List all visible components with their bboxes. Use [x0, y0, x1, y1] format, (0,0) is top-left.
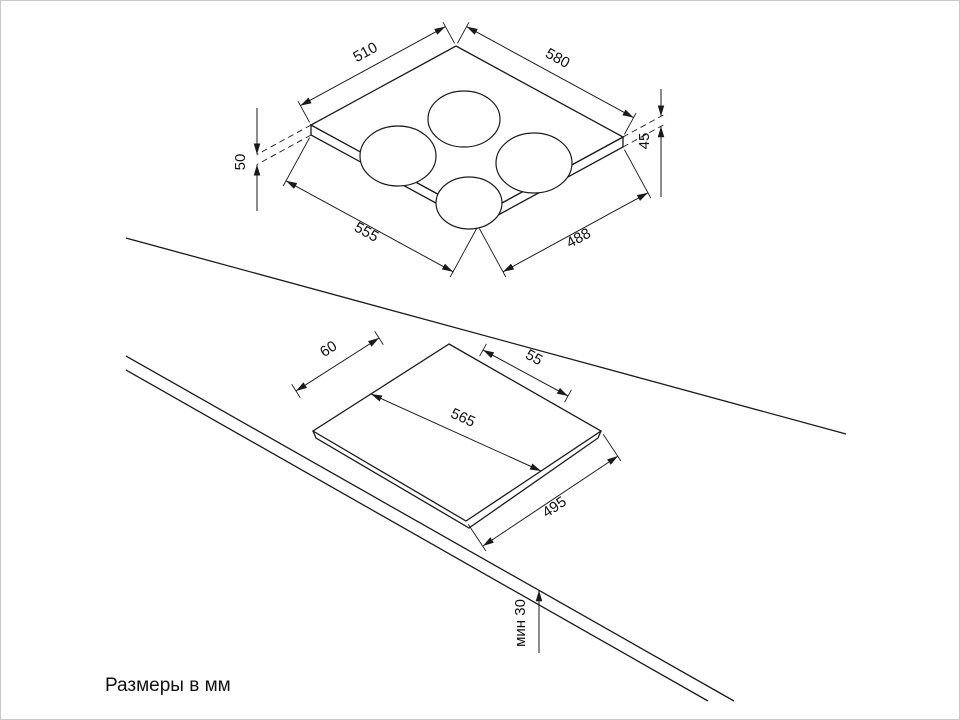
- dim-565-label: 565: [448, 405, 478, 431]
- cutout-opening: [311, 343, 603, 522]
- dim-45-label: 45: [636, 133, 653, 150]
- worktop-rear-edge: [125, 237, 847, 435]
- dim-min-30-label: мин 30: [512, 599, 529, 647]
- burner-right: [495, 132, 573, 194]
- dim-55: 55: [479, 343, 572, 403]
- burner-front: [435, 176, 503, 230]
- worktop-front-thickness-edge: [125, 369, 709, 702]
- burner-rear: [427, 90, 501, 148]
- dim-580: 580: [457, 21, 637, 135]
- dim-45: 45: [622, 89, 668, 197]
- dim-50: 50: [232, 108, 312, 211]
- hob-view: 510 580 50: [232, 21, 668, 278]
- worktop-view: 60 55 565 495: [125, 237, 847, 702]
- dim-50-label: 50: [232, 154, 249, 171]
- dim-488-label: 488: [564, 225, 594, 252]
- dim-495-label: 495: [539, 493, 569, 521]
- cutout-inner-wall: [312, 430, 602, 529]
- dim-565: 565: [370, 393, 542, 472]
- dim-495: 495: [467, 434, 622, 552]
- dim-min-30: мин 30: [512, 590, 543, 653]
- worktop-front-edge: [125, 355, 735, 702]
- dim-60: 60: [291, 331, 384, 398]
- dim-555-label: 555: [351, 219, 381, 246]
- dim-580-label: 580: [542, 45, 572, 72]
- dim-55-label: 55: [522, 346, 545, 369]
- dim-60-label: 60: [317, 338, 340, 361]
- dim-510-label: 510: [350, 39, 380, 66]
- burner-zones: [359, 90, 573, 230]
- burner-left: [359, 125, 437, 187]
- units-caption: Размеры в мм: [105, 675, 231, 696]
